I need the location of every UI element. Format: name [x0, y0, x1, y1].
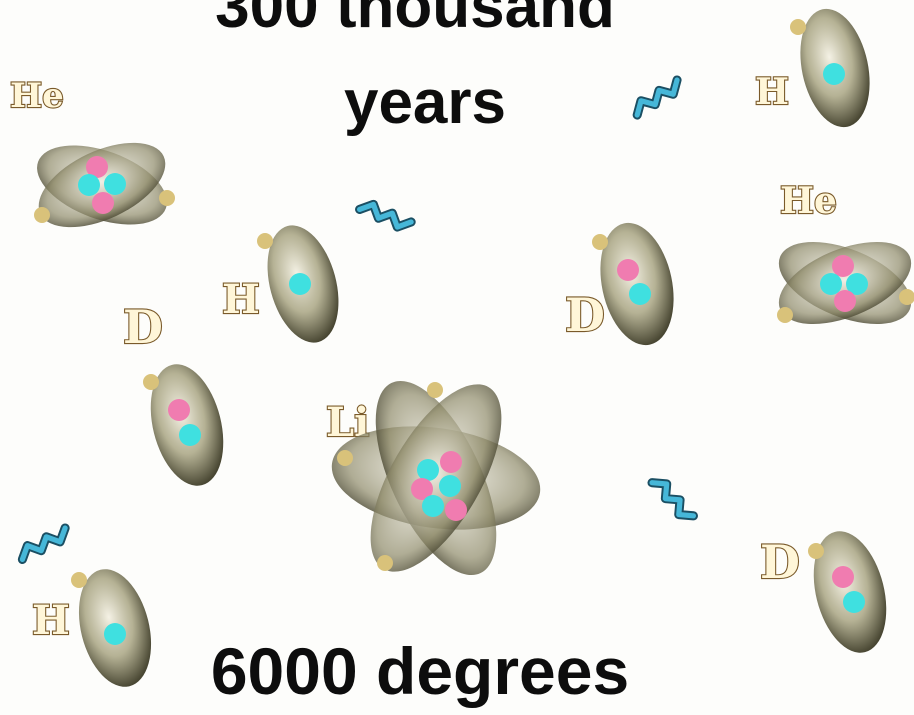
electron: [257, 233, 273, 249]
neutron: [78, 174, 100, 196]
atom-label: D: [565, 288, 605, 342]
neutron: [422, 495, 444, 517]
photon-squiggle: [652, 476, 693, 523]
neutron: [179, 424, 201, 446]
atom-label: He: [780, 180, 837, 222]
lithium-atom: Li: [325, 380, 541, 576]
hydrogen-atom: H: [31, 569, 152, 687]
title-line-2: years: [343, 68, 507, 137]
atom-label: H: [32, 597, 70, 644]
electron: [427, 382, 443, 398]
deuterium-atom: D: [759, 531, 887, 653]
neutron: [846, 273, 868, 295]
atom-label: H: [222, 276, 260, 323]
proton: [832, 566, 854, 588]
photon-squiggle: [632, 80, 682, 115]
proton: [440, 451, 462, 473]
atom-label: He: [10, 76, 64, 116]
electron: [777, 307, 793, 323]
proton: [832, 255, 854, 277]
electron: [790, 19, 806, 35]
photon-squiggle: [18, 528, 70, 559]
neutron: [289, 273, 311, 295]
proton: [86, 156, 108, 178]
proton: [834, 290, 856, 312]
electron: [592, 234, 608, 250]
electron: [808, 543, 824, 559]
neutron: [439, 475, 461, 497]
hydrogen-atom: H: [754, 8, 870, 128]
hydrogen-atom: H: [221, 225, 339, 343]
neutron: [629, 283, 651, 305]
neutron: [417, 459, 439, 481]
title-line-1: 300 thousand: [215, 0, 615, 41]
temperature-caption: 6000 degrees: [210, 634, 630, 708]
proton: [92, 192, 114, 214]
electron: [159, 190, 175, 206]
photon-squiggle: [360, 200, 412, 231]
electron: [143, 374, 159, 390]
neutron: [823, 63, 845, 85]
atom-label: D: [760, 535, 800, 589]
atom-label: D: [123, 300, 163, 354]
proton: [617, 259, 639, 281]
electron: [899, 289, 914, 305]
proton: [445, 499, 467, 521]
electron: [377, 555, 393, 571]
neutron: [843, 591, 865, 613]
deuterium-atom: D: [122, 299, 224, 486]
helium-atom: He: [9, 75, 175, 228]
electron: [34, 207, 50, 223]
electron: [337, 450, 353, 466]
deuterium-atom: D: [564, 222, 674, 346]
atom-label: H: [755, 71, 789, 113]
neutron: [104, 623, 126, 645]
neutron: [820, 273, 842, 295]
helium-atom: He: [777, 179, 914, 325]
neutron: [104, 173, 126, 195]
proton: [411, 478, 433, 500]
electron: [71, 572, 87, 588]
proton: [168, 399, 190, 421]
